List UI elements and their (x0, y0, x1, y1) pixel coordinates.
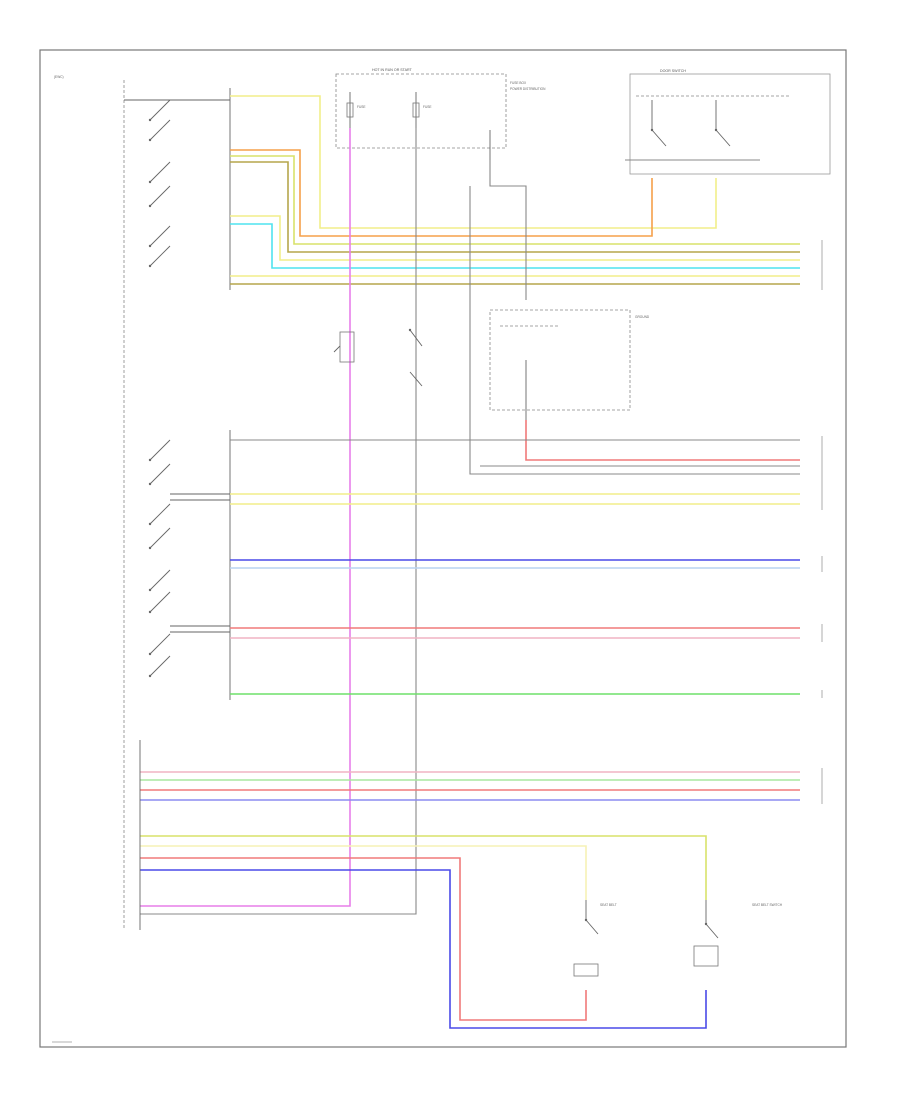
wire-gray-to-ground (489, 160, 527, 300)
switch-group-lower (148, 430, 231, 700)
door-switch-title: DOOR SWITCH (660, 69, 686, 73)
label-top-left: (EWC) (54, 75, 64, 79)
wire-yellow-green-2 (140, 835, 707, 900)
wire-light-yellow (140, 845, 587, 900)
wire-magenta (140, 128, 351, 907)
ground-module-box (489, 309, 631, 411)
wire-gray-vertical (140, 128, 417, 915)
door-switch-right (714, 100, 731, 147)
door-switch-box (629, 73, 831, 175)
ground-module-title: GROUND (635, 315, 650, 319)
wire-red-module (525, 420, 800, 461)
wire-gray-return (469, 186, 800, 475)
fuse-b: FUSE (412, 92, 432, 128)
seat-belt-switch-left: SEAT BELT (573, 900, 617, 977)
relay-left (333, 331, 355, 363)
wire-yellow-green-1 (230, 155, 800, 245)
fuse-box-side-label-2: POWER DISTRIBUTION (510, 87, 546, 91)
diagram-frame (39, 49, 847, 1048)
fuse-box-side-label: FUSE BOX (510, 81, 527, 85)
svg-text:FUSE: FUSE (357, 105, 366, 109)
fuse-box (335, 73, 507, 149)
switch-group-upper (124, 88, 231, 290)
relay-right (408, 328, 423, 387)
door-switch-left (650, 100, 667, 147)
fuse-box-title: HOT IN RUN OR START (372, 68, 413, 72)
wire-olive-1 (230, 161, 800, 253)
fuse-a: FUSE (346, 92, 366, 128)
wire-red-4 (140, 857, 587, 1021)
svg-text:FUSE: FUSE (423, 105, 432, 109)
svg-text:SEAT BELT: SEAT BELT (600, 903, 617, 907)
wire-cyan (230, 223, 800, 269)
wire-yellow-2 (230, 215, 800, 261)
wire-orange (230, 149, 653, 237)
wire-yellow-top (230, 95, 717, 229)
seat-belt-switch-right: SEAT BELT SWITCH (693, 900, 783, 967)
wire-blue-2 (140, 869, 707, 1029)
svg-text:SEAT BELT SWITCH: SEAT BELT SWITCH (752, 903, 783, 907)
